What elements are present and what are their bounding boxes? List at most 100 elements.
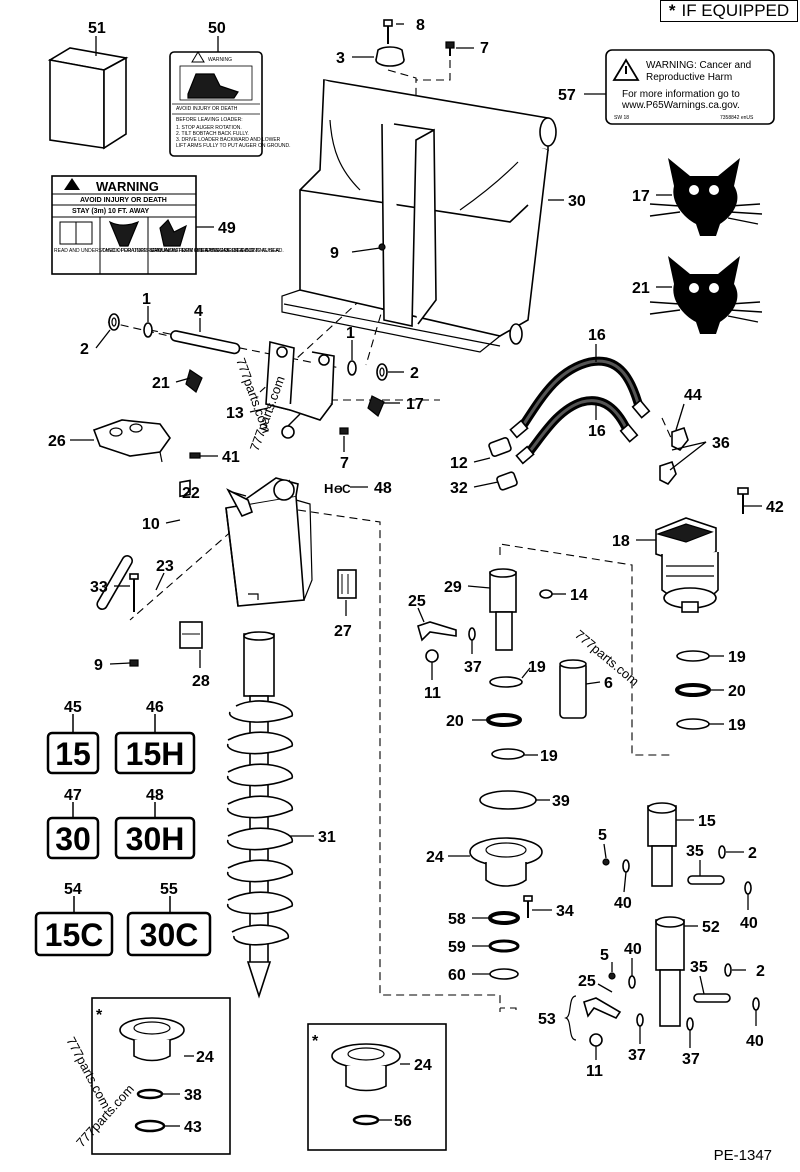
part-7-fitting — [339, 427, 349, 435]
tag-15: 15 — [55, 736, 91, 772]
decal-57-line1: WARNING: Cancer and — [646, 60, 751, 71]
callout-60: 60 — [448, 967, 466, 984]
decal-50-line1: BEFORE LEAVING LOADER: — [176, 117, 243, 123]
callout-44: 44 — [684, 387, 702, 404]
callout-33: 33 — [90, 579, 108, 596]
watermark-4: 777parts.com — [63, 1034, 113, 1111]
part-16-hydraulic-hoses — [509, 356, 651, 465]
part-35-pin-lower — [693, 993, 731, 1003]
if-equipped-label: IF EQUIPPED — [681, 1, 790, 20]
callout-2-right: 2 — [410, 365, 419, 382]
callout-9-top: 9 — [330, 245, 339, 262]
callout-48-tag: 48 — [146, 787, 164, 804]
callout-34: 34 — [556, 903, 574, 920]
washer-2-left — [108, 313, 120, 331]
callout-35-lower: 35 — [690, 959, 708, 976]
bobcat-logo-decal-17 — [649, 158, 763, 236]
decal-49-col3: STAY AWAY FROM ROTATING AUGER & CUTTING … — [150, 248, 284, 254]
callout-11-lower: 11 — [586, 1063, 603, 1080]
part-6-sleeve — [559, 659, 587, 719]
callout-11: 11 — [424, 685, 441, 702]
callout-38: 38 — [184, 1087, 202, 1104]
callout-59: 59 — [448, 939, 466, 956]
callout-5-upper: 5 — [598, 827, 607, 844]
callout-20-center: 20 — [446, 713, 464, 730]
callout-43: 43 — [184, 1119, 202, 1136]
decal-57-line4: www.P65Warnings.ca.gov. — [621, 100, 740, 111]
decal-50-subtitle: AVOID INJURY OR DEATH — [176, 106, 238, 112]
tag-30h: 30H — [126, 821, 185, 857]
decal-57-line2: Reproductive Harm — [646, 72, 732, 83]
part-26-cover-plate — [92, 419, 171, 463]
callout-18: 18 — [612, 533, 630, 550]
callout-numbers: 51 50 8 3 7 57 30 17 21 49 9 1 4 2 1 2 2… — [48, 17, 784, 1136]
callout-23: 23 — [156, 558, 174, 575]
callout-24-right-box: 24 — [414, 1057, 432, 1074]
callout-19-motor-bottom: 19 — [728, 717, 746, 734]
callout-15: 15 — [698, 813, 716, 830]
callout-1-left: 1 — [142, 291, 151, 308]
decal-49-col2: CHECK FOR UNDERGROUND UTILITY LINES BEFO… — [102, 248, 255, 254]
callout-12: 12 — [450, 455, 468, 472]
callout-41: 41 — [222, 449, 240, 466]
part-13-mount-bracket — [265, 340, 335, 439]
decal-49-col1: READ AND UNDERSTAND OPERATOR'S MANUAL BE… — [54, 248, 281, 254]
if-equipped-legend: *IF EQUIPPED — [660, 0, 798, 22]
callout-40-lower-right: 40 — [746, 1033, 764, 1050]
decal-57-partnum: 7358842 enUS — [720, 115, 754, 121]
callout-48: 48 — [374, 480, 392, 497]
callout-17-mid: 17 — [406, 396, 424, 413]
part-14-clip — [539, 589, 553, 599]
tag-30c: 30C — [140, 917, 199, 953]
part-18-hydraulic-motor — [655, 517, 719, 613]
part-12-coupler — [488, 437, 512, 457]
callout-4: 4 — [194, 303, 203, 320]
callout-2-left: 2 — [80, 341, 89, 358]
callout-58: 58 — [448, 911, 466, 928]
callout-2-upper-right: 2 — [748, 845, 757, 862]
part-42-bolt — [737, 487, 749, 514]
svg-text:Ɵ: Ɵ — [334, 484, 343, 496]
part-34-bolt — [523, 895, 533, 918]
callout-52: 52 — [702, 919, 720, 936]
callout-29: 29 — [444, 579, 462, 596]
optional-star-right: * — [312, 1033, 319, 1050]
decal-21-small — [185, 369, 203, 393]
callout-42: 42 — [766, 499, 784, 516]
decal-49-stay: STAY (3m) 10 FT. AWAY — [72, 208, 149, 215]
decal-57: WARNING: Cancer and Reproductive Harm Fo… — [605, 49, 775, 125]
part-28-decal — [179, 621, 203, 649]
part-25-pin — [417, 621, 457, 642]
decal-50-line4: 3. DRIVE LOADER BACKWARD AND LOWER — [176, 137, 281, 143]
part-3-bumper — [375, 46, 405, 67]
part-27-decal — [337, 569, 357, 599]
callout-53: 53 — [538, 1011, 556, 1028]
callout-10: 10 — [142, 516, 160, 533]
part-10-decal — [179, 479, 191, 498]
decal-50-title: WARNING — [208, 57, 232, 63]
callout-16-lower: 16 — [588, 423, 606, 440]
callout-57: 57 — [558, 87, 576, 104]
callout-54: 54 — [64, 881, 82, 898]
callout-22: 22 — [182, 485, 200, 502]
callout-56: 56 — [394, 1113, 412, 1130]
callout-14: 14 — [570, 587, 588, 604]
part-29-drive-shaft — [489, 568, 517, 651]
callout-40-upper-left: 40 — [614, 895, 632, 912]
washer-1-left — [143, 322, 153, 338]
part-24-housing — [469, 837, 543, 887]
decal-50-line3: 2. TILT BOBTACH BACK FULLY. — [176, 131, 249, 137]
part-36-elbow-fitting — [659, 460, 677, 486]
decal-50: WARNING AVOID INJURY OR DEATH BEFORE LEA… — [169, 51, 290, 157]
part-30-mount-frame — [281, 79, 557, 353]
rings-19-20-19-motor — [675, 650, 711, 730]
rings-center-stack — [479, 676, 537, 810]
decal-50-line5: LIFT ARMS FULLY TO PUT AUGER ON GROUND. — [176, 143, 290, 149]
callout-5-lower: 5 — [600, 947, 609, 964]
decal-49-subtitle: AVOID INJURY OR DEATH — [80, 197, 167, 204]
tag-15h: 15H — [126, 736, 185, 772]
decal-17-small — [367, 395, 385, 417]
callout-19-center-bottom: 19 — [540, 748, 558, 765]
